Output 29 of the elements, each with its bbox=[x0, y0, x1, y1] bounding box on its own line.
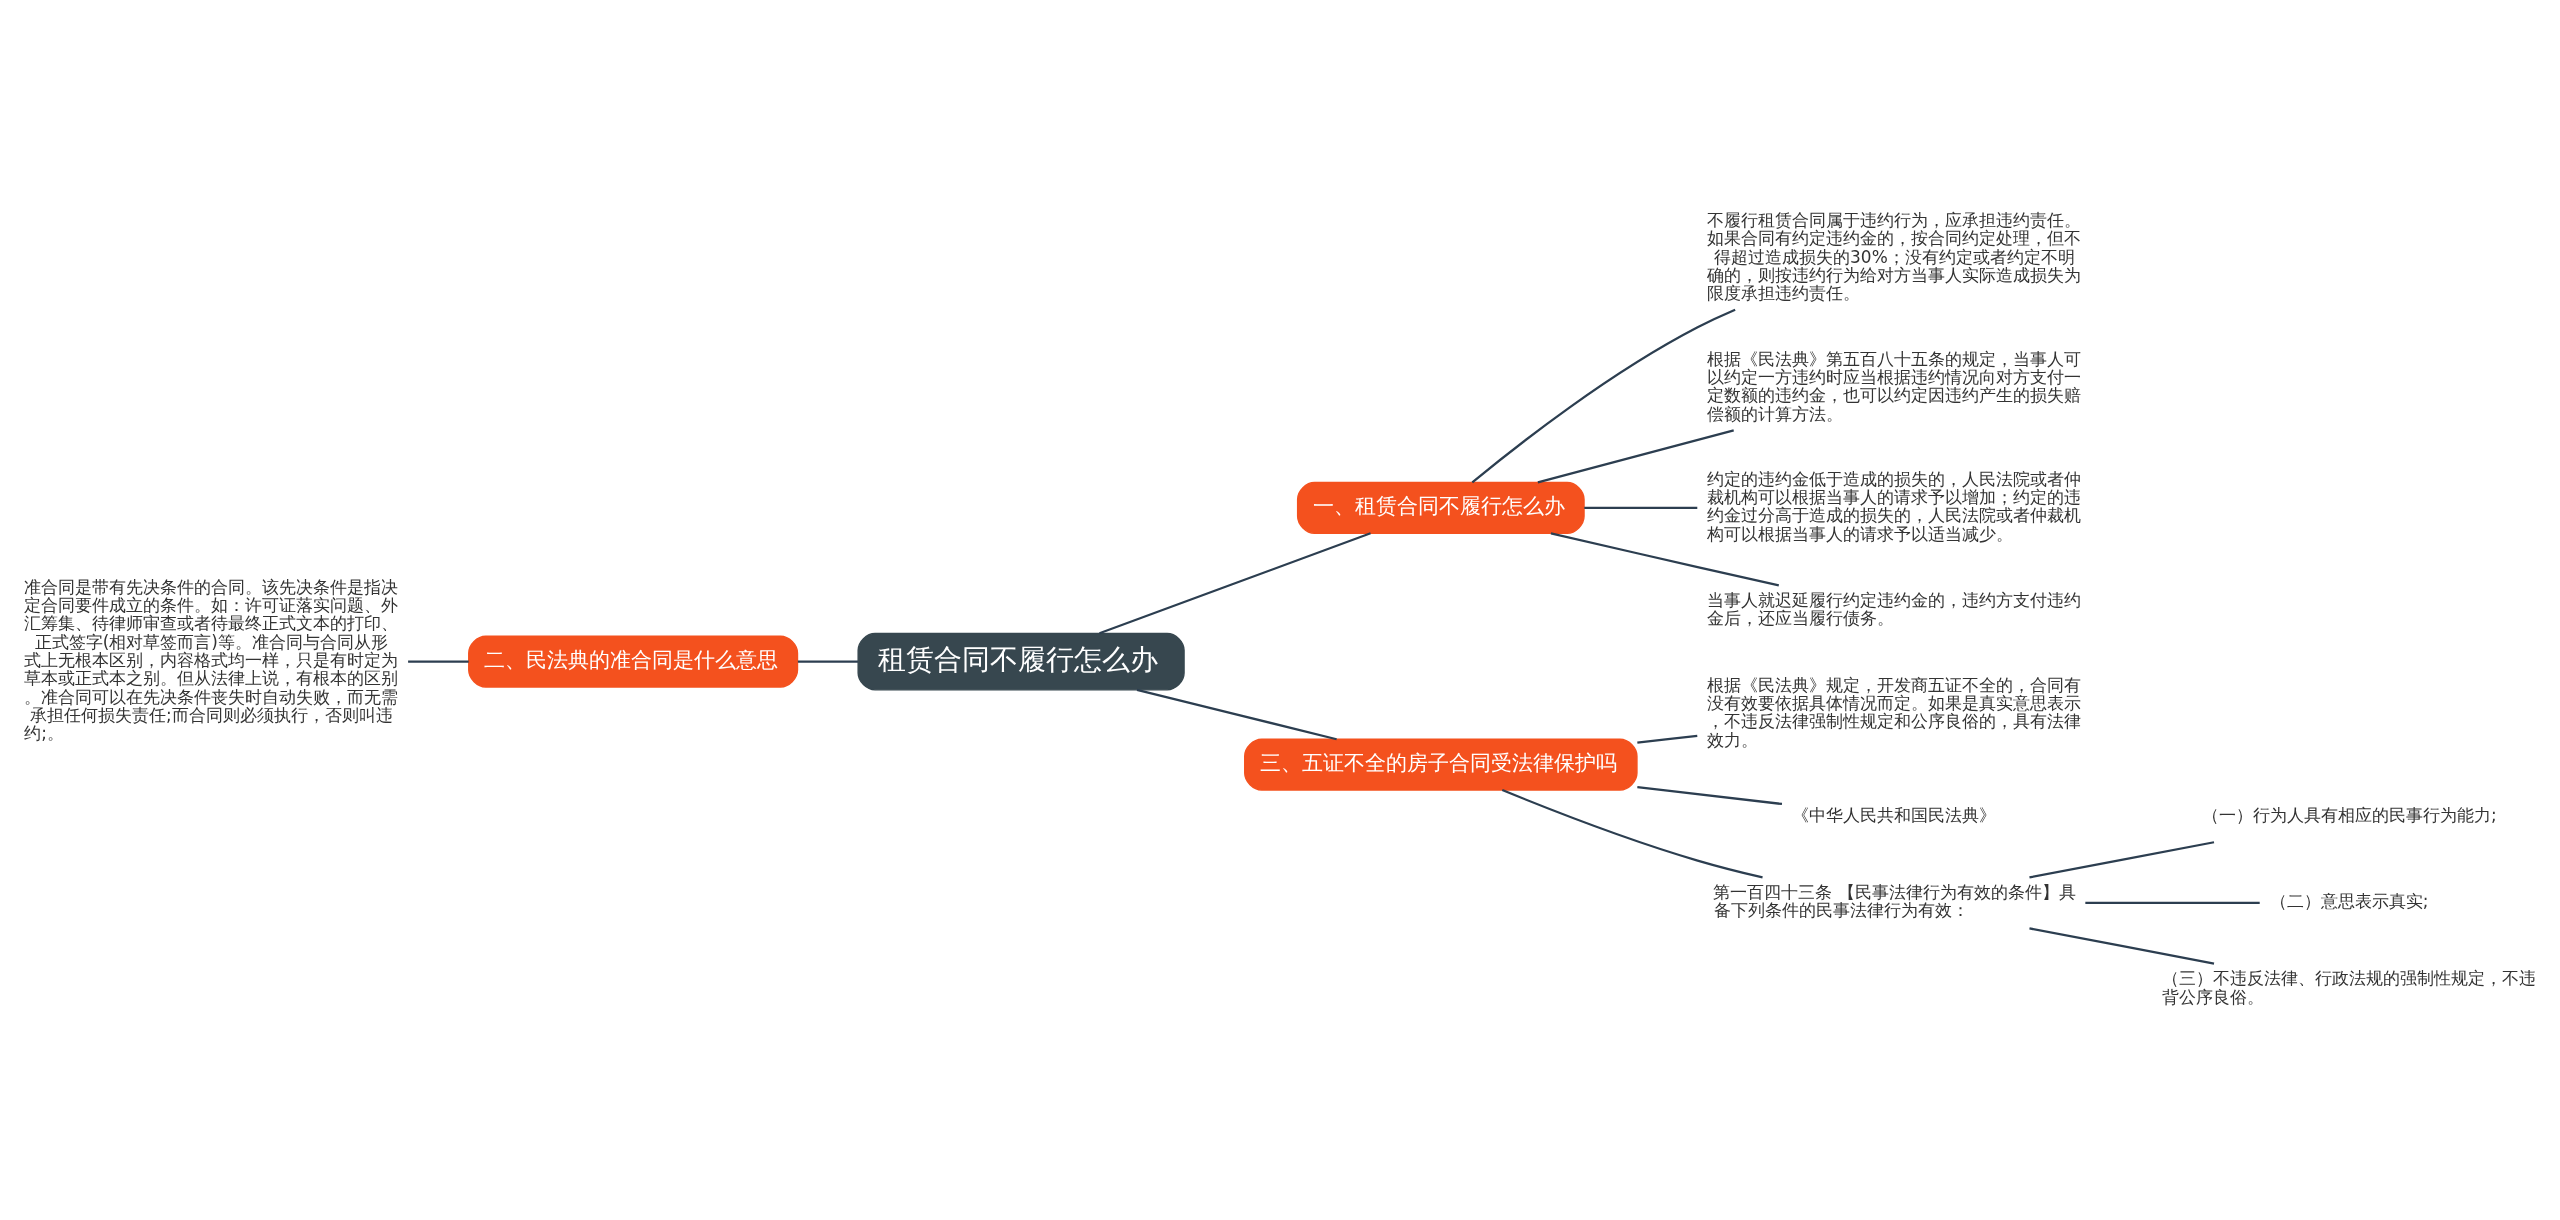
node-box: 三、五证不全的房子合同受法律保护吗 bbox=[1244, 738, 1638, 791]
connector bbox=[1501, 788, 1763, 879]
node-text: 准合同是带有先决条件的合同。该先决条件是指决定合同要件成立的条件。如：许可证落实问题、外汇筹集、待律师审查或者待最终正式文本的打印、正式签字(相对草签而言)等。准合同与合同从形式上无根本区别，内容格式均一样，只是有时定为草本或正式本之别。但从法律上说，有根本的区别。准合同可以在先决条件丧失时自动失败，而无需承担任何损失责任;而合同则必须执行，否则叫违约;。 bbox=[24, 576, 399, 743]
node-box: 租赁合同不履行怎么办 bbox=[857, 632, 1185, 691]
connector bbox=[2029, 840, 2215, 879]
connector bbox=[1584, 506, 1698, 509]
node-text: 当事人就迟延履行约定违约金的，违约方支付违约金后，还应当履行债务。 bbox=[1707, 589, 2082, 628]
connector bbox=[1637, 785, 1783, 805]
node-text: 第一百四十三条 【民事法律行为有效的条件】具备下列条件的民事法律行为有效： bbox=[1713, 881, 2076, 920]
connector bbox=[408, 660, 469, 663]
node-text: 根据《民法典》规定，开发商五证不全的，合同有没有效要依据具体情况而定。如果是真实意思表示，不违反法律强制性规定和公序良俗的，具有法律效力。 bbox=[1707, 674, 2082, 750]
connector bbox=[2085, 901, 2260, 904]
connector bbox=[1099, 531, 1371, 634]
node-text: （一）行为人具有相应的民事行为能力; bbox=[2201, 804, 2497, 825]
connector bbox=[1471, 308, 1736, 483]
node-text: 《中华人民共和国民法典》 bbox=[1792, 804, 1997, 825]
connector bbox=[1637, 734, 1698, 744]
connector bbox=[797, 660, 858, 663]
node-text: 约定的违约金低于造成的损失的，人民法院或者仲裁机构可以根据当事人的请求予以增加；约定的违约金过分高于造成的损失的，人民法院或者仲裁机构可以根据当事人的请求予以适当减少。 bbox=[1707, 468, 2082, 544]
node-text: 根据《民法典》第五百八十五条的规定，当事人可以约定一方违约时应当根据违约情况向对方支付一定数额的违约金，也可以约定因违约产生的损失赔偿额的计算方法。 bbox=[1707, 348, 2082, 424]
node-text: （三）不违反法律、行政法规的强制性规定，不违背公序良俗。 bbox=[2161, 967, 2536, 1007]
node-text: 不履行租赁合同属于违约行为，应承担违约责任。如果合同有约定违约金的，按合同约定处理，但不得超过造成损失的30%；没有约定或者约定不明确的，则按违约行为给对方当事人实际造成损失为限度承担违约责任。 bbox=[1707, 209, 2082, 303]
connector bbox=[1537, 428, 1734, 483]
connector bbox=[1550, 531, 1780, 587]
node-box: 二、民法典的准合同是什么意思 bbox=[468, 635, 799, 688]
node-text: （二）意思表示真实; bbox=[2269, 890, 2429, 911]
node-box: 一、租赁合同不履行怎么办 bbox=[1296, 481, 1585, 534]
connector bbox=[1136, 688, 1337, 740]
connector bbox=[2029, 926, 2215, 965]
